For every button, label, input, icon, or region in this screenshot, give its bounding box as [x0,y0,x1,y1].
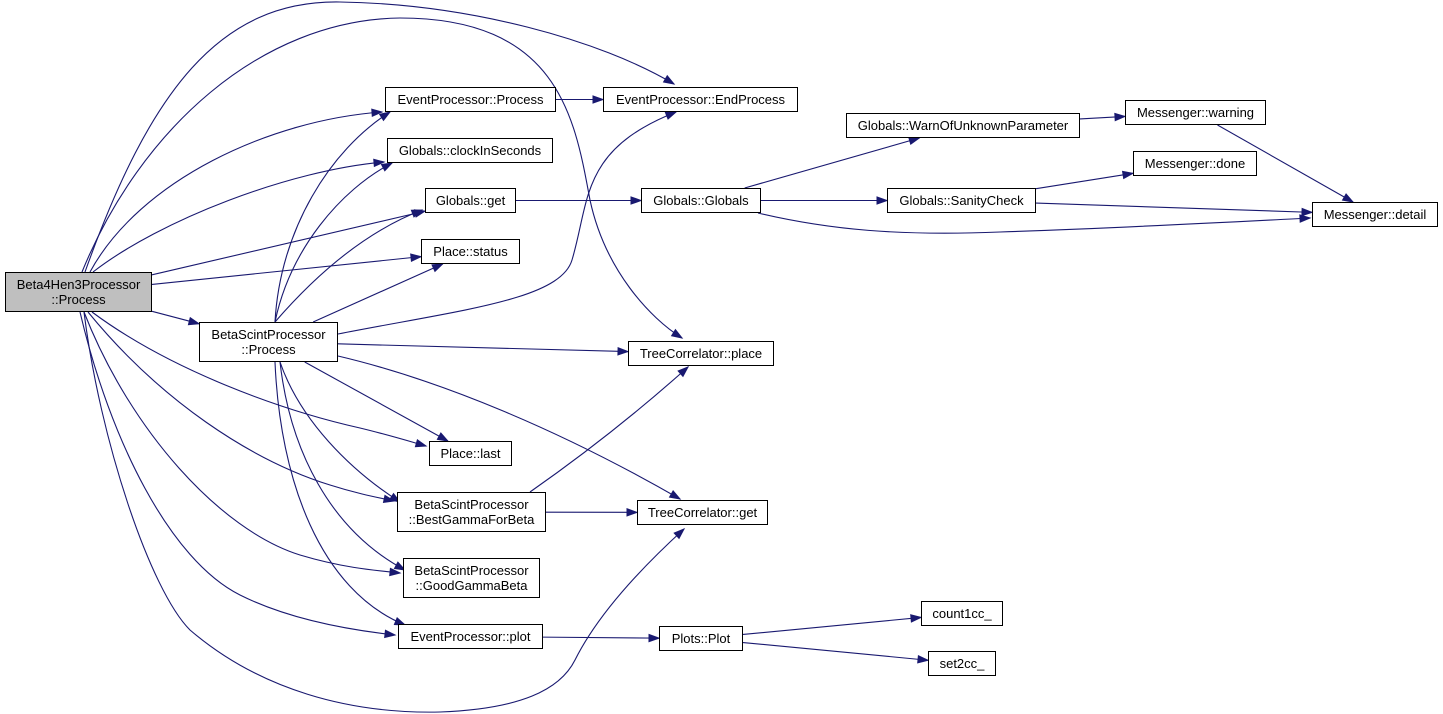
edge-root-to-g-clock [92,158,386,273]
edge-g-globals-to-g-warn [744,136,921,189]
node-m-detail[interactable]: Messenger::detail [1312,202,1438,227]
node-label: Messenger::done [1144,156,1246,171]
node-place-status[interactable]: Place::status [421,239,520,264]
edge-root-to-tc-place [81,17,684,339]
node-label: Plots::Plot [671,631,731,646]
node-label: Globals::SanityCheck [899,193,1024,208]
node-label: ::GoodGammaBeta [415,578,528,593]
edge-ep-process-to-ep-endprocess [556,95,605,104]
node-label: Beta4Hen3Processor [16,277,141,292]
edge-g-sanity-to-m-done [1035,170,1135,190]
node-bsp-process[interactable]: BetaScintProcessor::Process [199,322,338,362]
node-label: EventProcessor::Process [397,92,544,107]
node-label: TreeCorrelator::place [639,346,763,361]
edge-bsp-best-to-tc-place [529,366,690,493]
edge-bsp-process-to-ep-endprocess [337,111,678,335]
edge-bsp-process-to-place-status [312,263,444,323]
edge-bsp-process-to-bsp-best [279,361,402,503]
node-g-warn[interactable]: Globals::WarnOfUnknownParameter [846,113,1080,138]
node-label: Globals::Globals [653,193,749,208]
edge-m-warning-to-m-detail [1217,124,1355,203]
node-label: BetaScintProcessor [211,327,326,342]
node-label: Globals::WarnOfUnknownParameter [857,118,1069,133]
edge-root-to-bsp-good [83,311,402,577]
edge-root-to-ep-plot [79,311,397,639]
node-label: BetaScintProcessor [414,563,529,578]
edge-bsp-best-to-tc-get [545,508,639,517]
node-root: Beta4Hen3Processor::Process [5,272,152,312]
node-m-done[interactable]: Messenger::done [1133,151,1257,176]
node-plots-plot[interactable]: Plots::Plot [659,626,743,651]
edge-bsp-process-to-ep-plot [274,361,407,626]
node-ep-plot[interactable]: EventProcessor::plot [398,624,543,649]
node-ep-process[interactable]: EventProcessor::Process [385,87,556,112]
edge-bsp-process-to-g-clock [274,162,394,323]
node-bsp-best[interactable]: BetaScintProcessor::BestGammaForBeta [397,492,546,532]
node-label: Globals::clockInSeconds [398,143,542,158]
node-label: Place::last [440,446,501,461]
node-label: Messenger::warning [1136,105,1255,120]
node-g-sanity[interactable]: Globals::SanityCheck [887,188,1036,213]
node-g-globals[interactable]: Globals::Globals [641,188,761,213]
edge-root-to-place-last [91,311,428,448]
node-g-clock[interactable]: Globals::clockInSeconds [387,138,553,163]
node-label: ::BestGammaForBeta [408,512,535,527]
node-place-last[interactable]: Place::last [429,441,512,466]
edge-plots-plot-to-count1cc [742,614,923,636]
edge-bsp-process-to-place-last [304,361,450,442]
node-set2cc[interactable]: set2cc_ [928,651,996,676]
node-ep-endprocess[interactable]: EventProcessor::EndProcess [603,87,798,112]
node-label: Place::status [433,244,508,259]
node-count1cc[interactable]: count1cc_ [921,601,1003,626]
node-bsp-good[interactable]: BetaScintProcessor::GoodGammaBeta [403,558,540,598]
edge-bsp-process-to-tc-place [337,343,630,356]
edge-root-to-tc-get [83,311,686,713]
node-label: set2cc_ [939,656,985,671]
node-label: TreeCorrelator::get [647,505,758,520]
edge-bsp-process-to-ep-process [274,111,392,323]
edge-ep-plot-to-plots-plot [542,633,661,643]
edge-g-globals-to-g-sanity [761,196,889,205]
node-label: BetaScintProcessor [414,497,529,512]
node-m-warning[interactable]: Messenger::warning [1125,100,1266,125]
node-label: EventProcessor::plot [410,629,531,644]
edge-root-to-ep-endprocess [84,1,676,273]
node-tc-get[interactable]: TreeCorrelator::get [637,500,768,525]
edge-bsp-process-to-bsp-good [279,361,407,571]
edge-bsp-process-to-g-get [274,209,424,323]
edge-plots-plot-to-set2cc [742,641,930,664]
node-label: ::Process [51,292,106,307]
node-label: count1cc_ [932,606,992,621]
edge-bsp-process-to-tc-get [337,355,682,500]
node-label: ::Process [241,342,296,357]
node-g-get[interactable]: Globals::get [425,188,516,213]
edge-root-to-place-status [151,253,423,285]
edge-g-globals-to-m-detail [757,212,1312,234]
edge-root-to-ep-process [89,108,384,273]
edge-root-to-g-get [151,209,427,276]
edge-g-get-to-g-globals [516,196,643,205]
edge-g-warn-to-m-warning [1079,112,1127,122]
node-label: Messenger::detail [1323,207,1427,222]
edge-root-to-bsp-process [151,310,201,326]
node-label: Globals::get [435,193,506,208]
edge-g-sanity-to-m-detail [1035,202,1314,217]
node-label: EventProcessor::EndProcess [615,92,786,107]
node-tc-place[interactable]: TreeCorrelator::place [628,341,774,366]
edge-root-to-bsp-best [87,311,396,504]
